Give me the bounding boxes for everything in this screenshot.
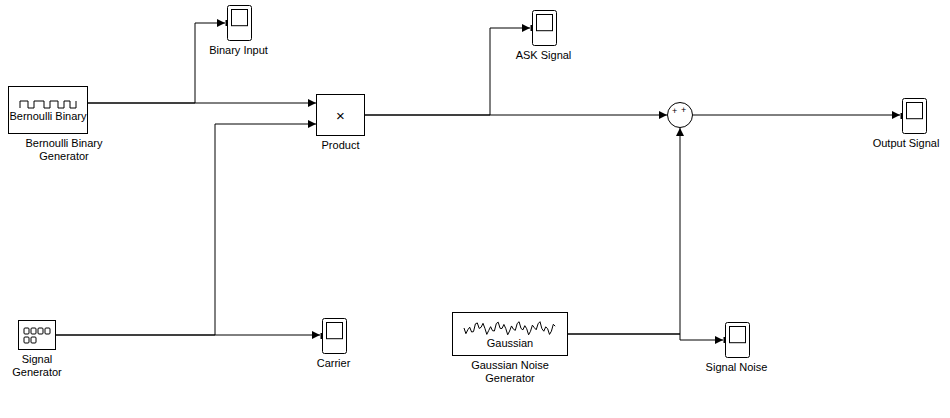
signal-wire <box>88 103 316 104</box>
block-label-area: Signal Noise <box>697 361 777 374</box>
sum-icon: ++ <box>667 102 693 128</box>
scope-icon <box>530 10 557 46</box>
scope-block: Signal Noise <box>723 322 750 358</box>
bern-icon: Bernoulli Binary <box>8 86 88 134</box>
scope-symbol <box>225 5 252 41</box>
block-name: Signal Noise <box>697 361 777 374</box>
signal-wire <box>56 124 316 335</box>
noise-waveform <box>462 319 558 337</box>
scope-icon <box>320 318 347 354</box>
scope-icon <box>900 98 927 134</box>
block-label-area: Bernoulli Binary Generator <box>4 137 124 163</box>
block-name: Product <box>311 139 371 152</box>
block-label-area: Carrier <box>304 357 364 370</box>
scope-block: Carrier <box>320 318 347 354</box>
signal-wire <box>693 115 900 116</box>
scope-block: Binary Input <box>225 5 252 41</box>
scope-symbol <box>320 318 347 354</box>
scope-block: Output Signal <box>900 98 927 134</box>
pulse-waveform <box>18 98 78 110</box>
gauss-icon: Gaussian <box>452 312 568 356</box>
block-label-area: ASK Signal <box>509 49 579 62</box>
sign-mark: + <box>672 107 677 116</box>
block-label-area: Product <box>311 139 371 152</box>
block-name: Binary Input <box>199 44 279 57</box>
generator-display <box>22 325 52 345</box>
operator-sign: × <box>336 107 345 124</box>
signal-wire <box>568 128 680 334</box>
signal-wire <box>56 335 320 336</box>
block-caption: Bernoulli Binary <box>9 110 86 122</box>
scope-icon <box>225 5 252 41</box>
block-name: Output Signal <box>866 137 946 150</box>
block-label-area: Binary Input <box>199 44 279 57</box>
signal-wire <box>365 28 530 115</box>
bern-block: Bernoulli BinaryBernoulli Binary Generat… <box>8 86 88 134</box>
block-name: Signal Generator <box>7 353 67 379</box>
scope-symbol <box>530 10 557 46</box>
prod-icon: × <box>316 94 365 136</box>
signal-wire <box>568 334 723 340</box>
signal-wire <box>88 23 225 103</box>
prod-block: ×Product <box>316 94 365 136</box>
gauss-block: GaussianGaussian Noise Generator <box>452 312 568 356</box>
signal-wire <box>365 115 667 116</box>
block-name: ASK Signal <box>509 49 579 62</box>
scope-block: ASK Signal <box>530 10 557 46</box>
block-name: Bernoulli Binary Generator <box>4 137 124 163</box>
block-name: Carrier <box>304 357 364 370</box>
scope-symbol <box>900 98 927 134</box>
scope-symbol <box>723 322 750 358</box>
scope-icon <box>723 322 750 358</box>
block-label-area: Gaussian Noise Generator <box>455 359 565 385</box>
block-name: Gaussian Noise Generator <box>455 359 565 385</box>
sum-block: ++ <box>667 102 693 128</box>
sig-block: Signal Generator <box>18 320 56 350</box>
sig-icon <box>18 320 56 350</box>
block-label-area: Output Signal <box>866 137 946 150</box>
sign-mark: + <box>681 106 686 115</box>
block-label-area: Signal Generator <box>7 353 67 379</box>
block-caption: Gaussian <box>487 337 533 349</box>
